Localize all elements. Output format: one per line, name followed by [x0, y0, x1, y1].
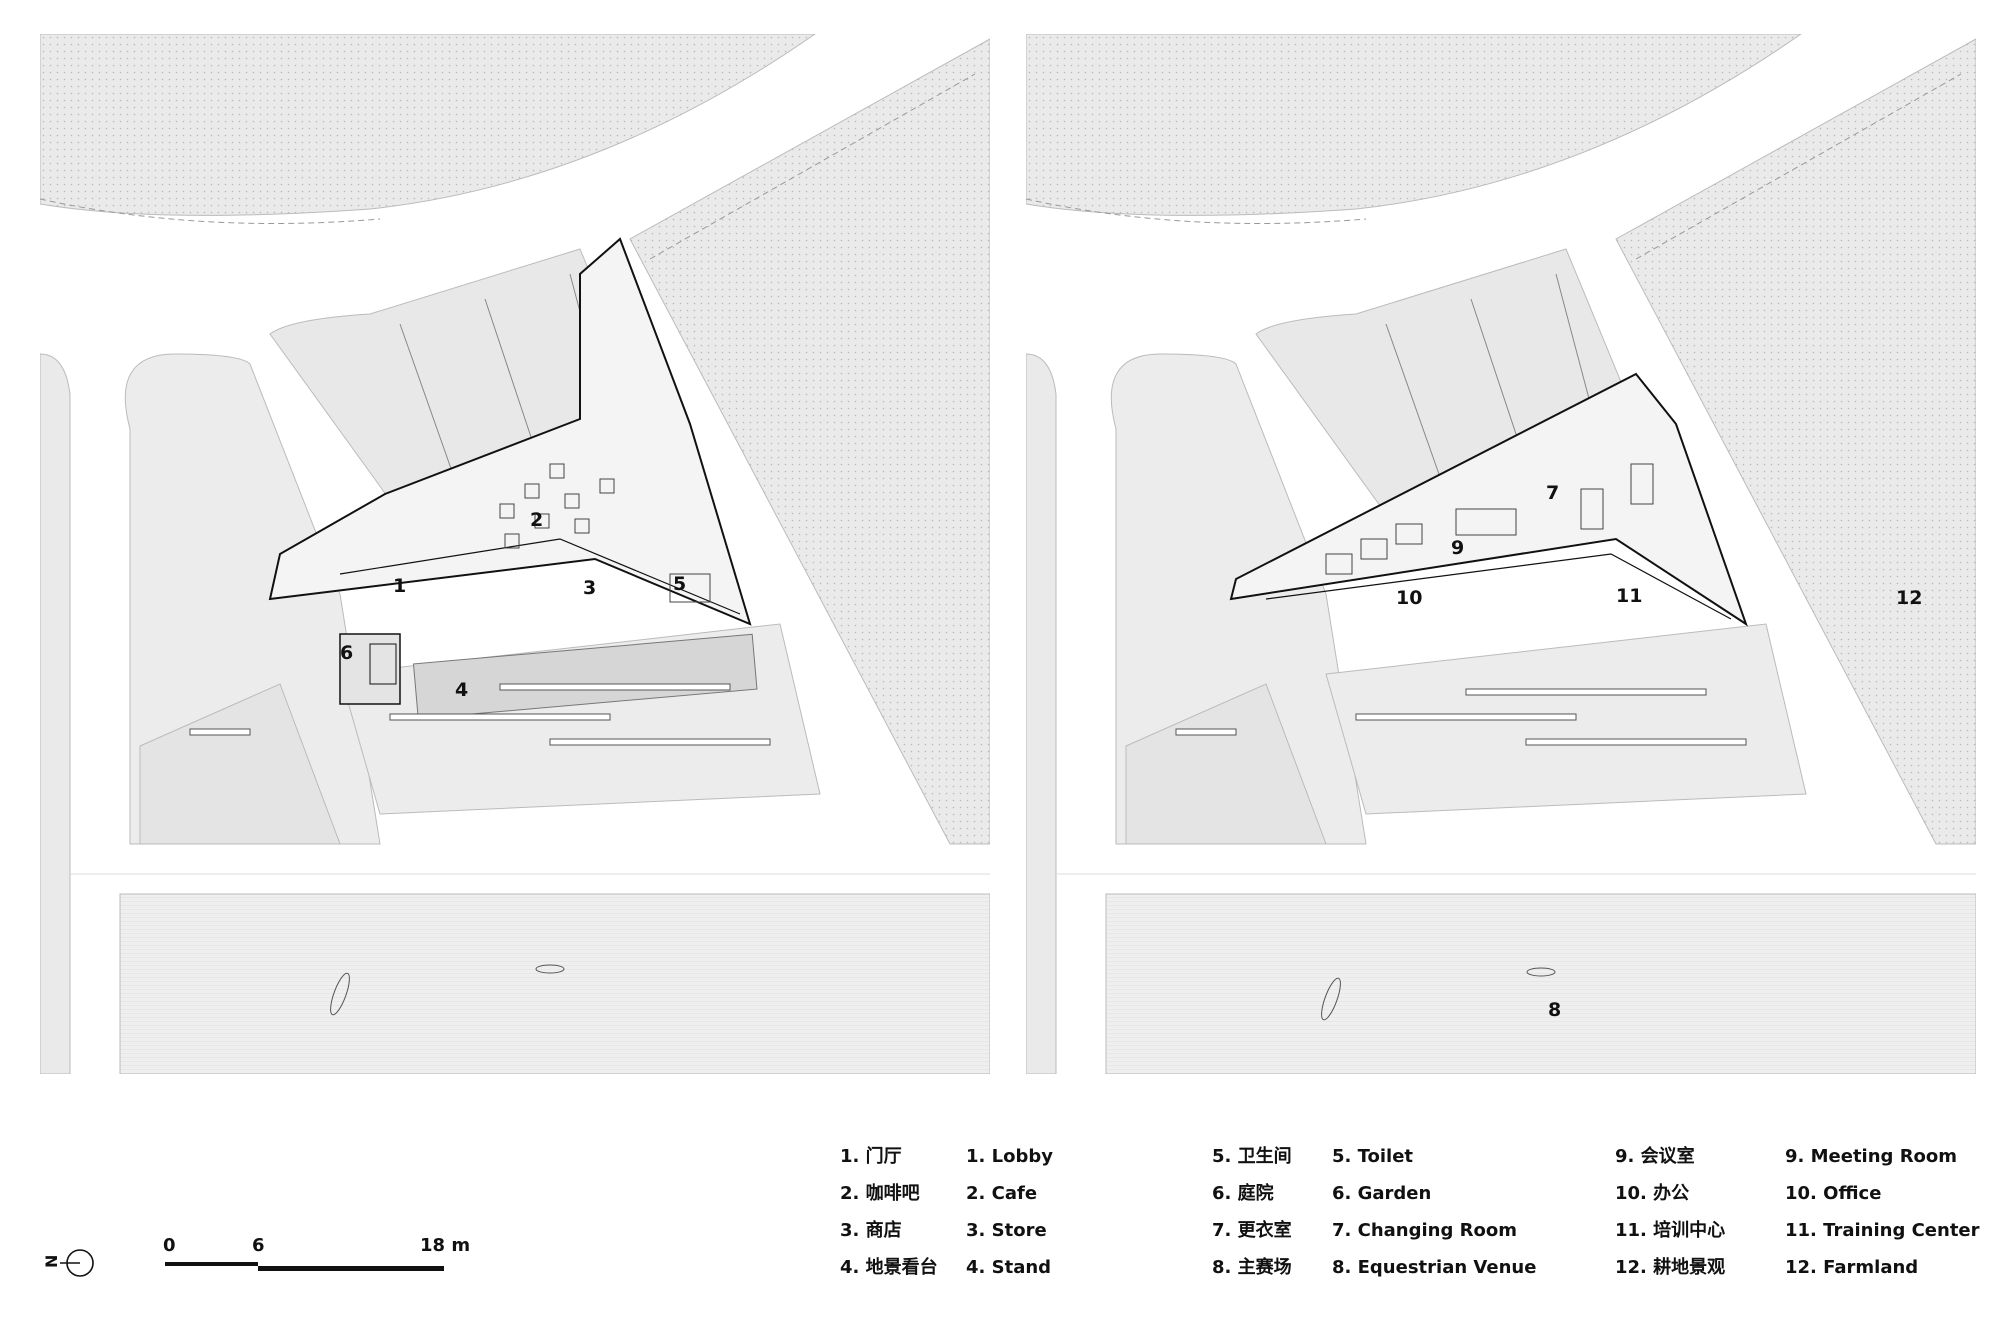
room-label-1: 1: [393, 575, 406, 597]
legend-item: 6. 庭院: [1212, 1183, 1274, 1204]
legend-item: 1. 门厅: [840, 1146, 902, 1167]
plan-right: 7 8 9 10 11 12: [1026, 34, 1976, 1074]
room-label-4: 4: [455, 679, 468, 701]
legend-item: 12. Farmland: [1785, 1257, 1919, 1278]
north-label: N: [42, 1255, 61, 1268]
room-label-10: 10: [1396, 587, 1422, 609]
legend-col-zh-3: 9. 会议室 10. 办公 11. 培训中心 12. 耕地景观: [1615, 1138, 1725, 1286]
legend-item: 11. 培训中心: [1615, 1220, 1726, 1241]
legend-col-en-1: 1. Lobby 2. Cafe 3. Store 4. Stand: [966, 1138, 1053, 1286]
legend-col-zh-1: 1. 门厅 2. 咖啡吧 3. 商店 4. 地景看台: [840, 1138, 938, 1286]
legend-item: 11. Training Center: [1785, 1220, 1980, 1241]
room-label-11: 11: [1616, 585, 1642, 607]
legend-item: 12. 耕地景观: [1615, 1257, 1726, 1278]
scale-bar: [165, 1262, 444, 1271]
legend-item: 1. Lobby: [966, 1146, 1053, 1167]
legend-item: 3. 商店: [840, 1220, 902, 1241]
legend-item: 7. 更衣室: [1212, 1220, 1292, 1241]
legend-item: 8. Equestrian Venue: [1332, 1257, 1537, 1278]
north-arrow: N: [42, 1249, 94, 1277]
legend-item: 5. 卫生间: [1212, 1146, 1292, 1167]
legend-item: 4. 地景看台: [840, 1257, 938, 1278]
legend-item: 10. 办公: [1615, 1183, 1690, 1204]
legend-item: 3. Store: [966, 1220, 1047, 1241]
room-label-5: 5: [673, 573, 686, 595]
plan-left: 1 2 3 4 5 6: [40, 34, 990, 1074]
legend-item: 8. 主赛场: [1212, 1257, 1292, 1278]
room-label-6: 6: [340, 642, 353, 664]
scale-tick-18: 18 m: [420, 1235, 471, 1256]
room-label-2: 2: [530, 509, 543, 531]
scale-tick-6: 6: [252, 1235, 265, 1256]
legend-col-en-3: 9. Meeting Room 10. Office 11. Training …: [1785, 1138, 1980, 1286]
legend-item: 2. Cafe: [966, 1183, 1038, 1204]
room-label-9: 9: [1451, 537, 1464, 559]
legend-item: 6. Garden: [1332, 1183, 1432, 1204]
room-label-8: 8: [1548, 999, 1561, 1021]
legend-item: 9. Meeting Room: [1785, 1146, 1958, 1167]
room-label-12: 12: [1896, 587, 1922, 609]
legend-item: 10. Office: [1785, 1183, 1882, 1204]
legend-item: 4. Stand: [966, 1257, 1052, 1278]
legend-item: 9. 会议室: [1615, 1146, 1695, 1167]
legend-col-en-2: 5. Toilet 6. Garden 7. Changing Room 8. …: [1332, 1138, 1536, 1286]
legend-item: 7. Changing Room: [1332, 1220, 1517, 1241]
room-label-3: 3: [583, 577, 596, 599]
legend-col-zh-2: 5. 卫生间 6. 庭院 7. 更衣室 8. 主赛场: [1212, 1138, 1292, 1286]
scale-tick-0: 0: [163, 1235, 176, 1256]
legend-item: 5. Toilet: [1332, 1146, 1414, 1167]
room-label-7: 7: [1546, 482, 1559, 504]
legend-item: 2. 咖啡吧: [840, 1183, 920, 1204]
